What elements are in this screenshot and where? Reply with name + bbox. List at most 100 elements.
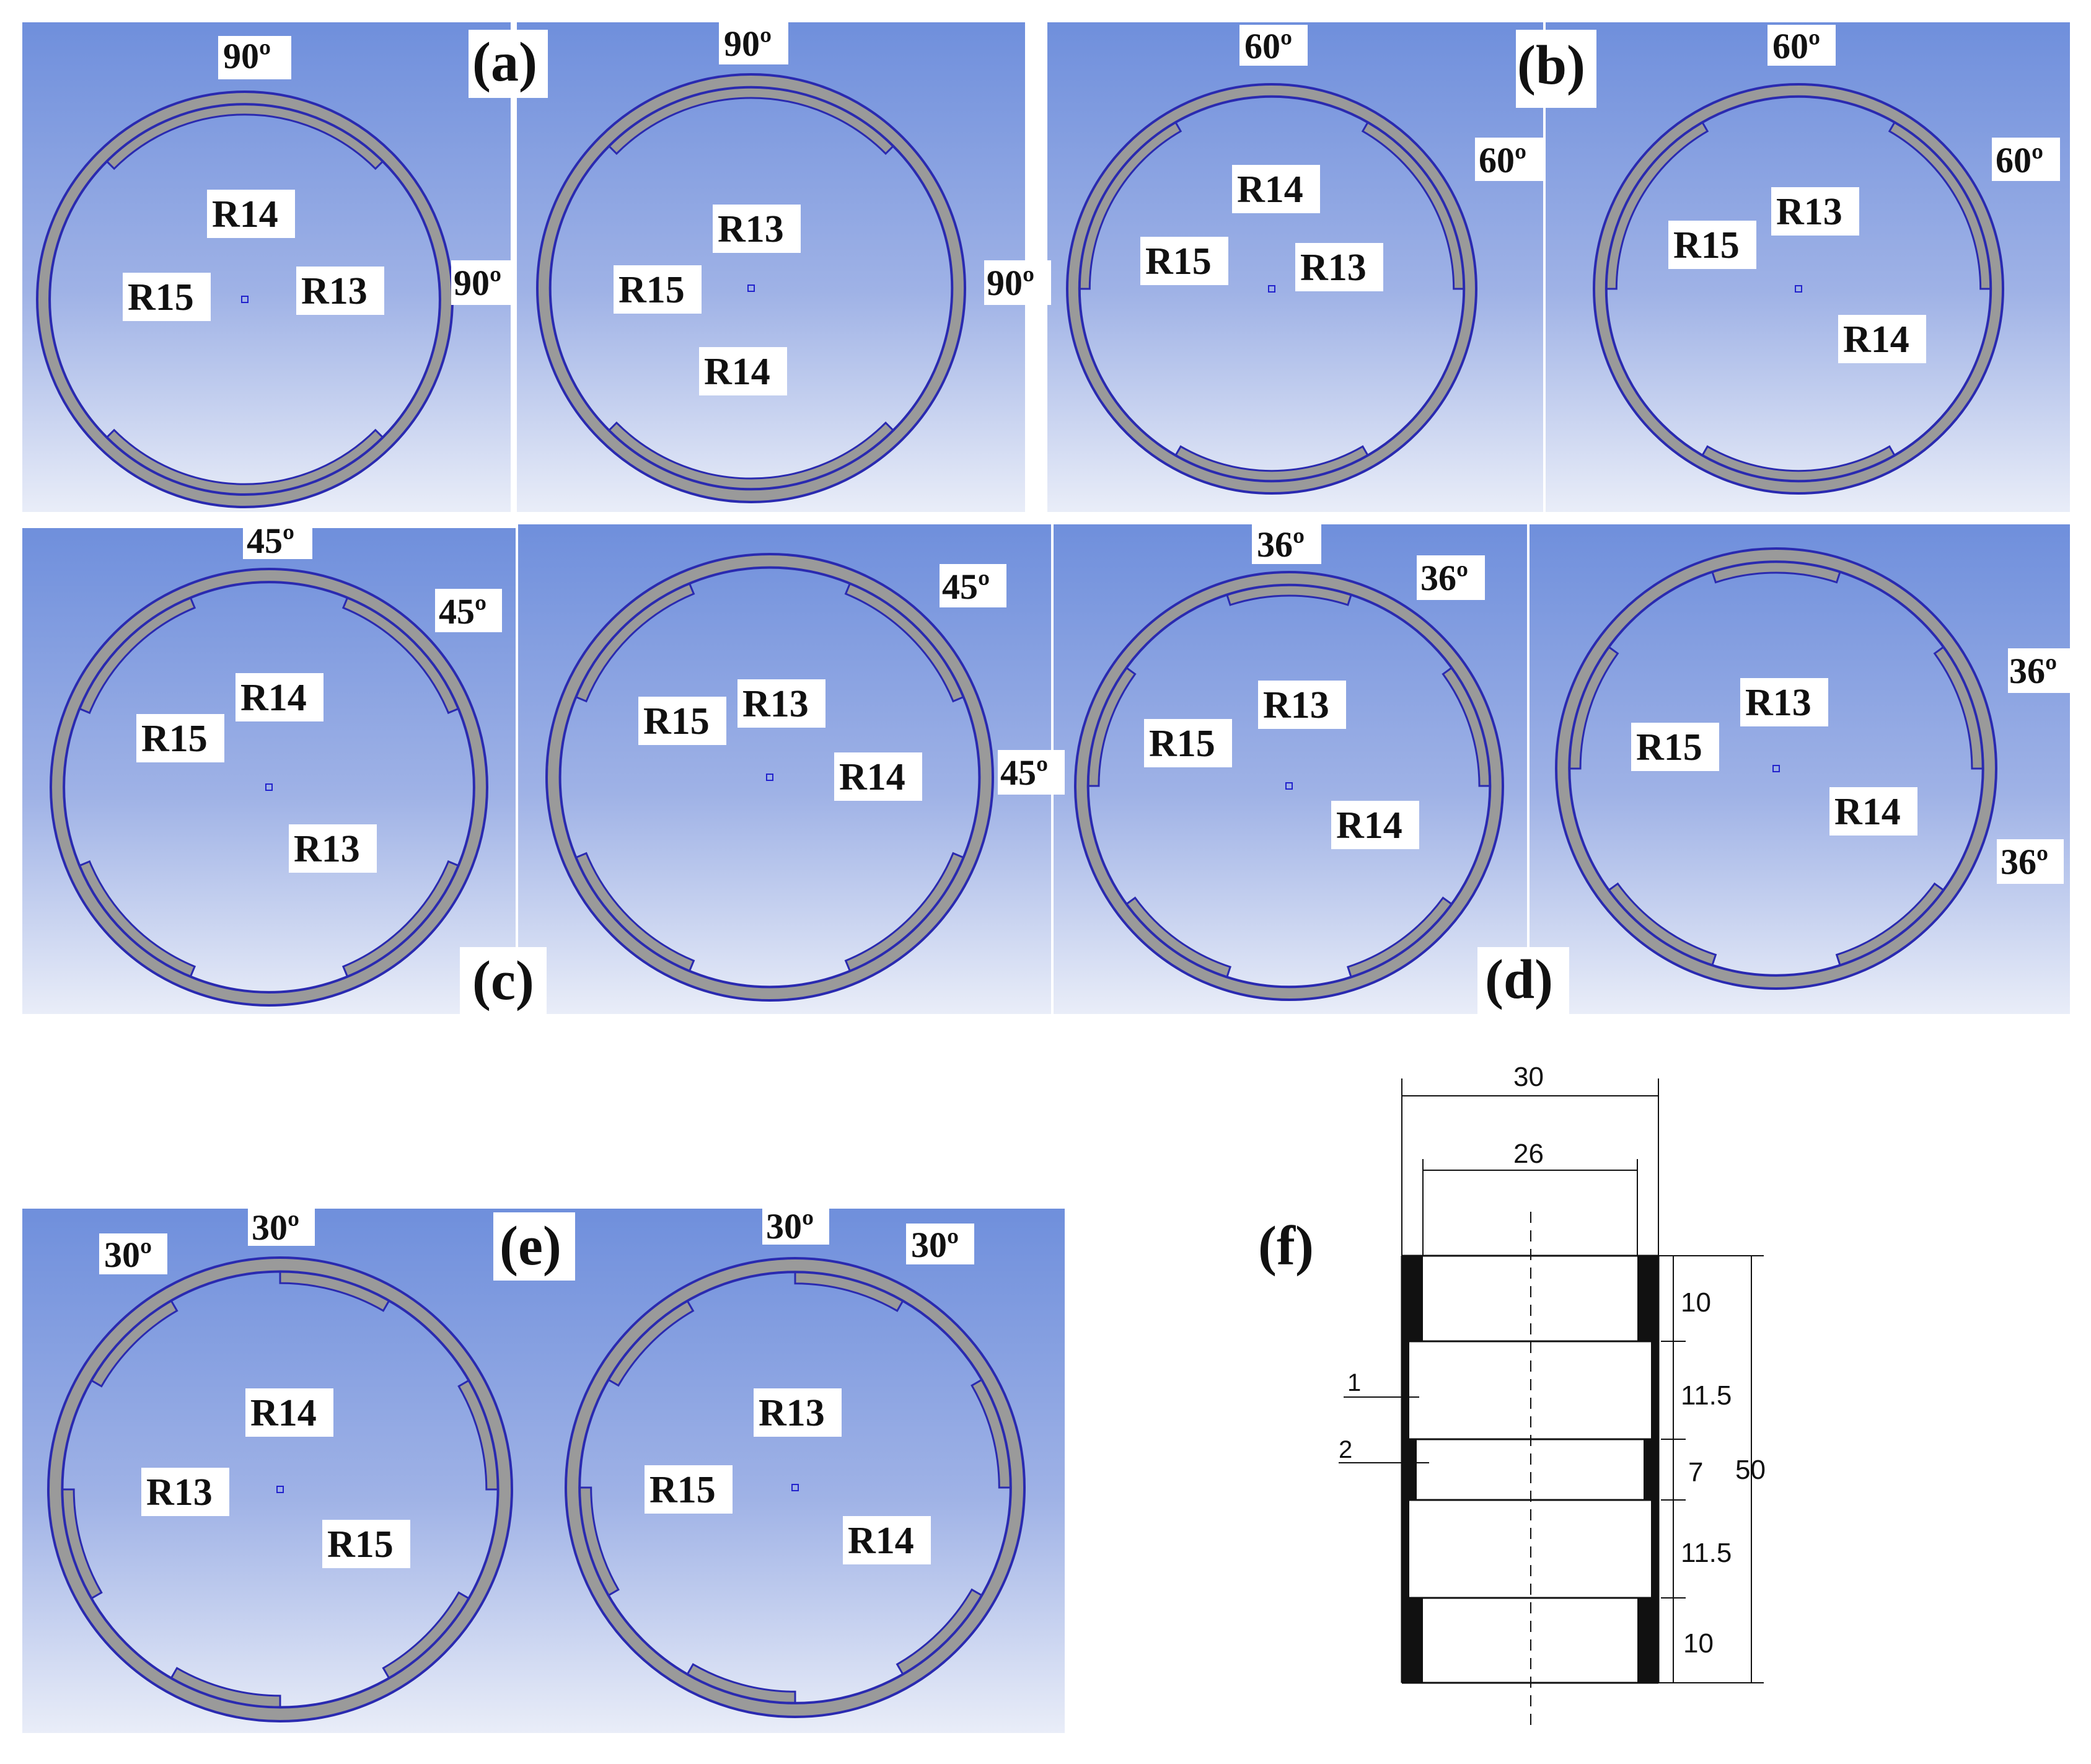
panel-b-view-2-radius-top: R13 xyxy=(1776,191,1842,233)
ring-d-1 xyxy=(1074,571,1504,1001)
ring-a-1-base xyxy=(37,91,453,508)
ring-b-2 xyxy=(1593,83,2004,495)
panel-b-view-1-radius-top: R14 xyxy=(1237,169,1303,211)
panel-c-view-2-radius-left: R15 xyxy=(643,700,710,743)
ring-c-2 xyxy=(545,553,994,1002)
ring-b-1-base xyxy=(1067,84,1477,494)
dim-total-height: 50 xyxy=(1735,1455,1766,1485)
dim-inner-width: 26 xyxy=(1513,1139,1544,1169)
ring-e-2-outline-inner xyxy=(578,1271,1012,1704)
panel-d-view-2-radius-left: R15 xyxy=(1636,726,1702,769)
panel-e-view-2-radius-right: R14 xyxy=(848,1520,914,1562)
panel-f-caption: (f) xyxy=(1258,1215,1314,1277)
ring-b-2-base xyxy=(1593,84,2003,494)
panel-c: (c) 45º 45º R14 R15 R13 45º 45º R15 R13 … xyxy=(136,521,1065,1023)
panel-c-view-2-angle-right: 45º xyxy=(1000,752,1048,793)
panel-b-view-1-angle-right: 60º xyxy=(1479,140,1526,180)
panel-d: (d) 36º 36º R13 R15 R14 36º 36º R13 R15 … xyxy=(1144,524,2070,1023)
section-f-left-wall xyxy=(1402,1256,1423,1341)
panel-e: (e) 30º 30º R14 R13 R15 30º 30º R13 R15 … xyxy=(99,1205,974,1568)
panel-b-view-2-radius-right: R14 xyxy=(1843,319,1909,361)
ring-c-2-outline-inner xyxy=(558,566,981,989)
panel-c-view-1-radius-left: R15 xyxy=(141,718,208,760)
section-f-right-wall xyxy=(1651,1341,1658,1439)
ring-a-2-outline-inner xyxy=(548,86,954,491)
ring-d-1-base xyxy=(1075,571,1503,1000)
panel-a-view-2-radius-top: R13 xyxy=(718,208,784,250)
dim-height-3: 7 xyxy=(1688,1457,1703,1488)
panel-a-caption: (a) xyxy=(472,32,537,93)
section-f-right-wall xyxy=(1644,1439,1658,1500)
dim-height-1: 10 xyxy=(1681,1287,1711,1318)
panel-e-view-1-angle-left: 30º xyxy=(104,1235,152,1275)
ring-e-1-outline-outer xyxy=(47,1256,513,1722)
section-f: (f) 30 26 10 11.5 7 11.5 10 50 1 2 xyxy=(1258,1062,1766,1659)
panel-a-view-1-angle-right: 90º xyxy=(454,263,501,303)
ring-c-1 xyxy=(50,568,488,1007)
dim-wall-1: 1 xyxy=(1347,1369,1361,1396)
ring-a-2-base xyxy=(537,74,965,502)
panel-c-view-1-angle-right: 45º xyxy=(439,591,486,632)
panel-d-view-2-angle-bottom: 36º xyxy=(2001,842,2048,882)
dimension-lines-layer xyxy=(1339,1078,1764,1729)
panel-c-view-1-radius-bottom: R13 xyxy=(294,828,360,870)
panel-d-view-2-radius-right: R14 xyxy=(1834,791,1901,833)
panel-e-view-1-angle-top: 30º xyxy=(252,1207,299,1248)
section-f-left-wall xyxy=(1402,1439,1417,1500)
panel-a-view-1-radius-top: R14 xyxy=(212,193,278,236)
ring-c-1-base xyxy=(50,568,488,1006)
ring-a-1-thick-sector xyxy=(105,103,384,170)
panel-e-view-2-radius-left: R15 xyxy=(649,1469,716,1511)
section-f-right-wall xyxy=(1637,1598,1658,1683)
ring-e-2-center-mark xyxy=(791,1484,799,1491)
ring-e-1-outline-inner xyxy=(61,1270,500,1709)
panel-e-view-2-angle-right: 30º xyxy=(911,1225,959,1265)
panel-e-view-1-radius-right: R15 xyxy=(327,1524,394,1566)
panel-d-view-2-angle-top: 36º xyxy=(2009,651,2057,691)
dim-wall-2: 2 xyxy=(1339,1436,1352,1463)
panel-b-view-2-radius-left: R15 xyxy=(1673,224,1740,267)
section-f-right-wall xyxy=(1637,1256,1658,1341)
ring-a-2 xyxy=(536,73,966,503)
ring-b-1-outline-inner xyxy=(1078,95,1466,483)
ring-c-1-outline-outer xyxy=(50,568,488,1007)
panel-d-view-2-radius-top: R13 xyxy=(1745,682,1811,724)
ring-a-1-outline-inner xyxy=(48,103,441,496)
ring-e-2 xyxy=(565,1257,1026,1718)
ring-a-2-center-mark xyxy=(747,284,755,292)
ring-d-2-outline-inner xyxy=(1568,560,1984,977)
panel-d-view-1-radius-right: R14 xyxy=(1336,805,1402,847)
panel-b-view-1-radius-right: R13 xyxy=(1300,247,1367,289)
section-f-left-wall xyxy=(1402,1500,1409,1598)
panel-e-view-1-radius-top: R14 xyxy=(250,1392,317,1434)
ring-a-1-center-mark xyxy=(241,296,249,303)
ring-c-2-outline-outer xyxy=(545,553,994,1002)
labels-layer: (a) 90º 90º R14 R15 R13 90º 90º R13 R15 … xyxy=(99,21,2070,1659)
ring-b-1 xyxy=(1066,83,1477,495)
ring-d-2 xyxy=(1555,547,1997,990)
ring-d-2-outline-outer xyxy=(1555,547,1997,990)
ring-e-2-outline-outer xyxy=(565,1257,1026,1718)
panel-b-caption: (b) xyxy=(1517,35,1585,96)
ring-e-2-base xyxy=(565,1258,1024,1717)
panel-d-caption: (d) xyxy=(1485,949,1553,1010)
dim-outer-width: 30 xyxy=(1513,1062,1544,1092)
ring-c-1-center-mark xyxy=(265,783,273,791)
panel-a-view-1-radius-right: R13 xyxy=(301,270,368,312)
panel-c-view-1-radius-top: R14 xyxy=(240,677,307,719)
ring-c-2-base xyxy=(546,553,993,1001)
panel-b-view-1-radius-left: R15 xyxy=(1145,240,1212,283)
rings-layer xyxy=(36,73,2004,1722)
ring-b-2-outline-inner xyxy=(1605,95,1992,483)
ring-d-1-outline-outer xyxy=(1074,571,1504,1001)
ring-c-1-outline-inner xyxy=(63,581,475,994)
panel-c-view-1-angle-top: 45º xyxy=(247,521,294,561)
ring-a-2-thick-sector xyxy=(607,421,895,490)
ring-e-1 xyxy=(47,1256,513,1722)
panel-e-view-2-angle-top: 30º xyxy=(766,1206,814,1246)
ring-a-2-thick-sector xyxy=(607,86,895,156)
ring-e-1-center-mark xyxy=(276,1486,284,1493)
ring-e-1-base xyxy=(48,1257,512,1721)
ring-a-2-outline-outer xyxy=(536,73,966,503)
